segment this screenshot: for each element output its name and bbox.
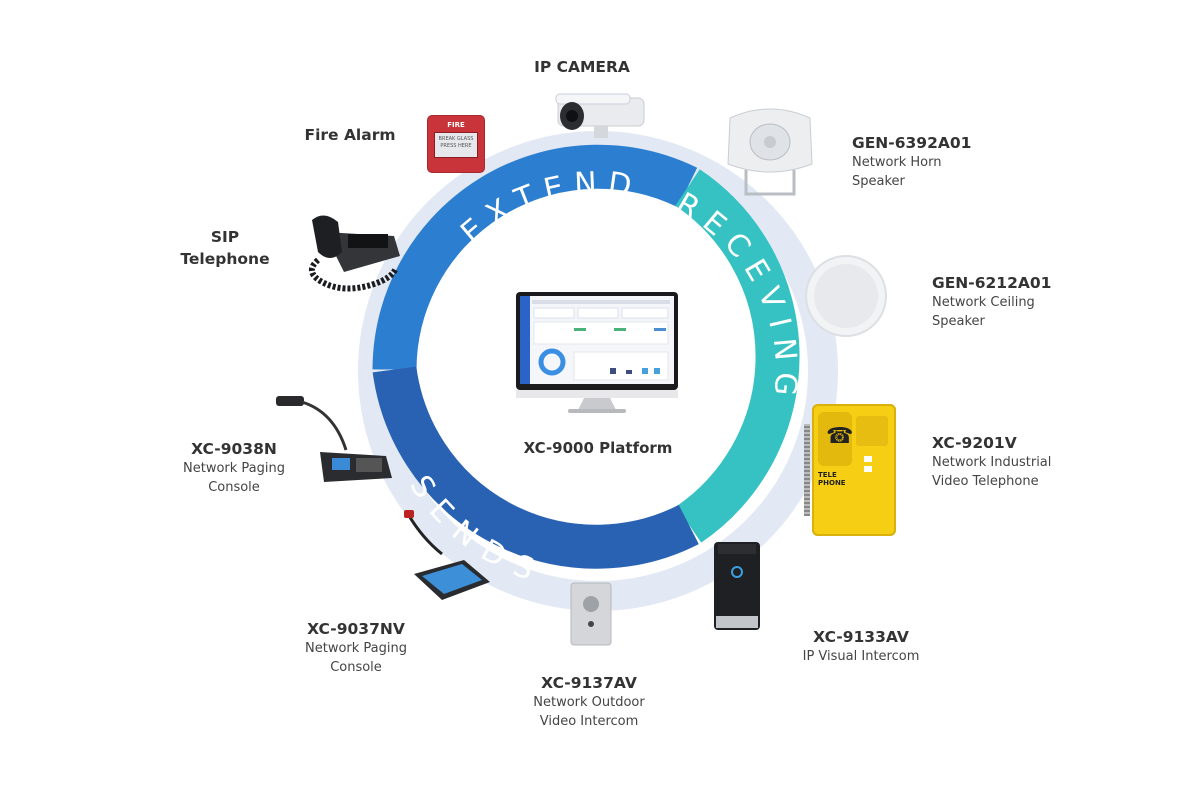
- horn-speaker-sub1: Network Horn: [852, 155, 942, 171]
- outdoor-intercom-sub2: Video Intercom: [539, 714, 639, 730]
- visual-intercom-icon: [714, 542, 760, 630]
- platform-monitor-icon: [516, 292, 678, 413]
- receiving-segment: [675, 169, 800, 543]
- paging-9037-title: XC-9037NV: [307, 620, 405, 638]
- sends-segment: [372, 366, 699, 569]
- paging-9037-sub1: Network Paging: [305, 641, 407, 657]
- center-platform-label: XC-9000 Platform: [523, 439, 673, 457]
- paging-9038-sub1: Network Paging: [183, 461, 285, 477]
- industrial-phone-body-text: TELE PHONE: [818, 471, 846, 487]
- fire-alarm-icon: FIRE BREAK GLASS PRESS HERE: [428, 116, 484, 172]
- horn-speaker-title: GEN-6392A01: [852, 134, 972, 152]
- sip-label-line2: Telephone: [180, 250, 270, 269]
- ceiling-speaker-title: GEN-6212A01: [932, 274, 1052, 292]
- paging-9038-title: XC-9038N: [191, 440, 277, 458]
- sip-label-line1: SIP: [210, 228, 240, 246]
- paging-console-9037-icon: [404, 510, 490, 600]
- fire-alarm-label: Fire Alarm: [304, 126, 396, 144]
- fire-alarm-panel-text: FIRE: [447, 121, 465, 129]
- ip-camera-label: IP CAMERA: [534, 58, 630, 76]
- paging-console-9038-icon: [276, 396, 392, 482]
- fire-alarm-glass-text: BREAK GLASS PRESS HERE: [434, 132, 478, 158]
- paging-9037-sub2: Console: [330, 660, 382, 676]
- extend-segment: [372, 144, 698, 370]
- ceiling-speaker-sub1: Network Ceiling: [932, 295, 1035, 311]
- paging-9038-sub2: Console: [208, 480, 260, 496]
- industrial-phone-title: XC-9201V: [932, 434, 1017, 452]
- ip-camera-icon: [555, 93, 645, 138]
- visual-intercom-sub1: IP Visual Intercom: [802, 649, 920, 665]
- horn-speaker-sub2: Speaker: [852, 174, 905, 190]
- visual-intercom-title: XC-9133AV: [813, 628, 909, 646]
- outdoor-intercom-title: XC-9137AV: [541, 674, 637, 692]
- industrial-telephone-icon: ☎ TELE PHONE: [804, 404, 896, 536]
- outdoor-intercom-sub1: Network Outdoor: [533, 695, 645, 711]
- sip-telephone-icon: [309, 215, 400, 292]
- handset-icon: ☎: [826, 424, 854, 449]
- ceiling-speaker-sub2: Speaker: [932, 314, 985, 330]
- industrial-phone-sub2: Video Telephone: [932, 474, 1039, 490]
- industrial-phone-sub1: Network Industrial: [932, 455, 1052, 471]
- ceiling-speaker-icon: [805, 255, 887, 337]
- horn-speaker-icon: [727, 108, 813, 196]
- outdoor-intercom-icon: [570, 582, 612, 646]
